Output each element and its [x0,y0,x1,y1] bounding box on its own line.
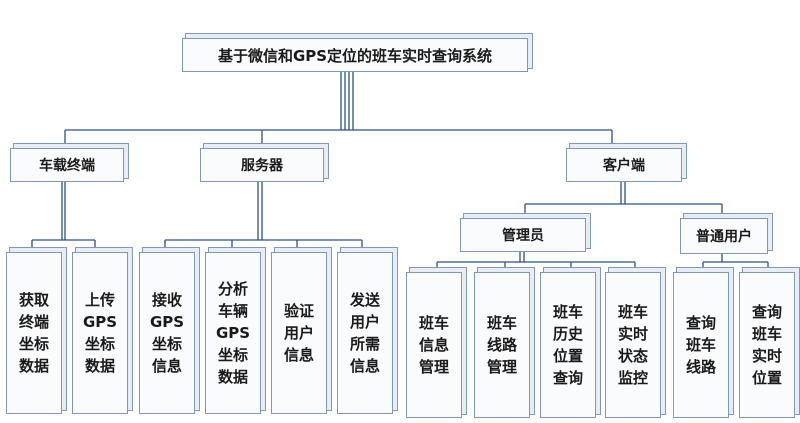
leaf-verify-line: 验证 [283,302,314,320]
leaf-query-pos-line: 班车 [751,325,782,343]
leaf-bus-info: 班车 信息 管理 [406,272,462,418]
leaf-query-route-line: 查询 [685,314,716,332]
group-user: 普通用户 [680,218,768,254]
leaf-analyze: 分析 车辆 GPS 坐标 数据 [205,252,261,414]
leaf-send-line: 用户 [349,313,380,331]
leaf-history-line: 历史 [552,325,583,343]
leaf-history-line: 查询 [552,369,583,387]
group-admin-label: 管理员 [502,228,544,244]
leaf-query-route-line: 班车 [685,336,716,354]
leaf-recv-gps-line: 信息 [151,357,182,375]
leaf-upload-gps: 上传 GPS 坐标 数据 [72,252,128,414]
leaf-analyze-line: 数据 [217,368,248,386]
leaf-monitor: 班车 实时 状态 监控 [605,272,661,418]
leaf-analyze-line: GPS [215,324,251,342]
leaf-send-line: 所需 [349,335,380,353]
leaf-monitor-line: 监控 [617,369,648,387]
leaf-query-pos: 查询 班车 实时 位置 [739,272,795,418]
leaf-route-mgmt-line: 班车 [486,314,517,332]
leaf-history-line: 班车 [552,303,583,321]
leaf-query-pos-line: 实时 [751,347,782,365]
leaf-get-gps-line: 获取 [18,291,49,309]
group-client-label: 客户端 [603,158,645,174]
leaf-query-route: 查询 班车 线路 [673,272,729,418]
leaf-route-mgmt-line: 线路 [486,336,517,354]
leaf-get-gps-line: 数据 [18,357,49,375]
leaf-history: 班车 历史 位置 查询 [540,272,596,418]
leaf-send-line: 发送 [349,291,380,309]
leaf-send: 发送 用户 所需 信息 [337,252,393,414]
leaf-bus-info-line: 管理 [418,358,449,376]
leaf-bus-info-line: 信息 [418,336,449,354]
leaf-upload-gps-line: 上传 [84,291,115,309]
leaf-monitor-line: 实时 [617,325,648,343]
leaf-route-mgmt-line: 管理 [486,358,517,376]
leaf-recv-gps: 接收 GPS 坐标 信息 [139,252,195,414]
leaf-query-route-line: 线路 [685,358,716,376]
leaf-analyze-line: 车辆 [217,302,248,320]
root-node-label: 基于微信和GPS定位的班车实时查询系统 [217,46,493,65]
group-server-label: 服务器 [241,158,283,174]
group-terminal: 车载终端 [10,148,124,182]
leaf-recv-gps-line: 坐标 [151,335,182,353]
leaf-upload-gps-line: 数据 [84,357,115,375]
leaf-history-line: 位置 [552,347,583,365]
leaf-verify-line: 用户 [283,324,314,342]
leaf-recv-gps-line: 接收 [151,291,182,309]
leaf-analyze-line: 分析 [217,280,248,298]
leaf-verify: 验证 用户 信息 [271,252,327,414]
leaf-get-gps: 获取 终端 坐标 数据 [6,252,62,414]
leaf-send-line: 信息 [349,357,380,375]
leaf-query-pos-line: 位置 [751,369,782,387]
leaf-get-gps-line: 终端 [18,313,49,331]
leaf-bus-info-line: 班车 [418,314,449,332]
group-server: 服务器 [200,148,324,182]
leaf-verify-line: 信息 [283,346,314,364]
leaf-route-mgmt: 班车 线路 管理 [474,272,530,418]
group-admin: 管理员 [460,218,586,252]
leaf-get-gps-line: 坐标 [18,335,49,353]
leaf-query-pos-line: 查询 [751,303,782,321]
leaf-upload-gps-line: GPS [82,313,118,331]
leaf-monitor-line: 状态 [617,347,648,365]
leaf-analyze-line: 坐标 [217,346,248,364]
leaf-recv-gps-line: GPS [149,313,185,331]
leaf-monitor-line: 班车 [617,303,648,321]
leaf-upload-gps-line: 坐标 [84,335,115,353]
group-user-label: 普通用户 [696,229,752,245]
group-client: 客户端 [566,148,682,182]
root-node: 基于微信和GPS定位的班车实时查询系统 [182,38,528,72]
group-terminal-label: 车载终端 [39,158,95,174]
